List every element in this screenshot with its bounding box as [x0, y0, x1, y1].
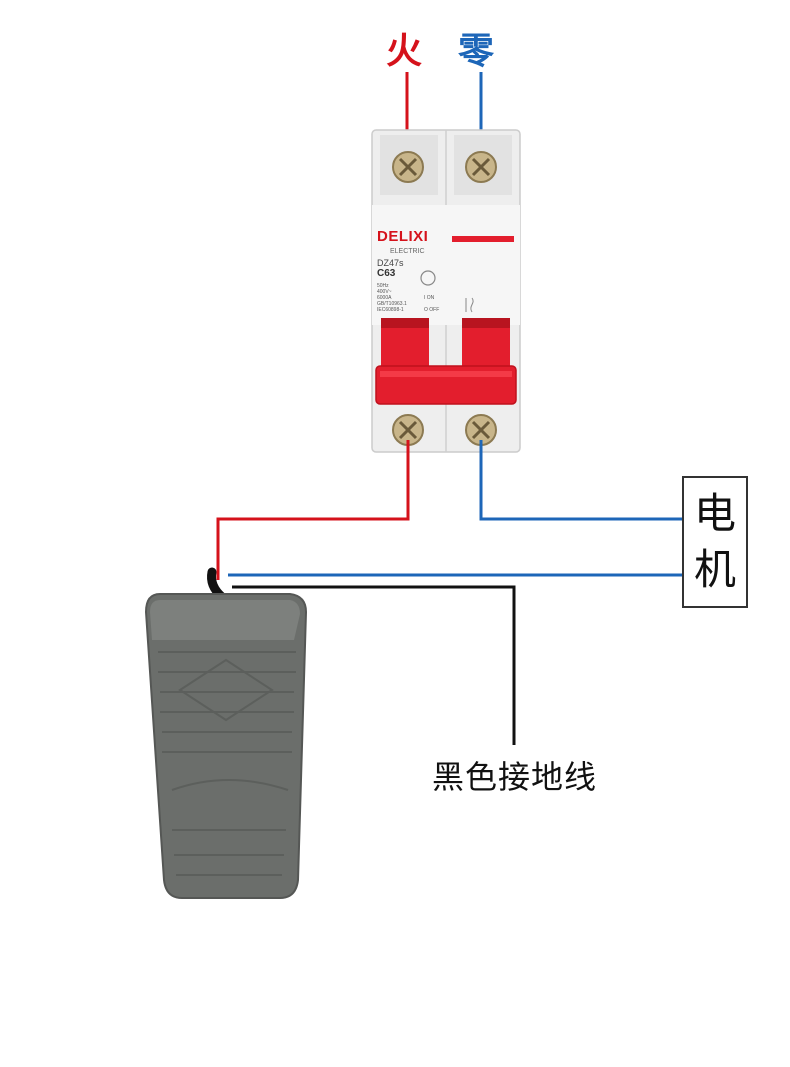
breaker-spec-1: 50Hz	[377, 283, 389, 289]
ground-wire	[232, 585, 516, 745]
breaker-on-label: I ON	[424, 295, 435, 301]
ground-wire-label: 黑色接地线	[432, 758, 598, 796]
trip-symbol-icon	[465, 297, 474, 313]
top-right-terminal	[465, 151, 497, 183]
breaker-brand-sub: ELECTRIC	[390, 248, 425, 255]
breaker-spec-4: GB/T10963.1	[377, 301, 407, 307]
foot-pedal[interactable]	[144, 593, 308, 899]
bottom-right-terminal	[465, 414, 497, 446]
ccc-mark-icon	[420, 270, 436, 286]
motor-box: 电机	[682, 476, 748, 608]
breaker-spec-2: 400V~	[377, 289, 392, 295]
breaker-spec-5: IEC60898-1	[377, 307, 404, 313]
top-left-terminal	[392, 151, 424, 183]
breaker-off-label: O OFF	[424, 307, 440, 313]
breaker-handle[interactable]	[375, 318, 517, 405]
neutral-to-motor-wire	[479, 440, 682, 521]
breaker-model: DZ47s	[377, 258, 404, 268]
breaker-spec-3: 6000A	[377, 295, 392, 301]
motor-label: 电机	[693, 489, 736, 594]
breaker-rating: C63	[377, 268, 396, 279]
breaker-brand: DELIXI	[377, 228, 429, 245]
neutral-wire-label: 零	[458, 31, 495, 72]
circuit-breaker	[371, 129, 521, 453]
breaker-indicator-stripe	[452, 236, 514, 242]
live-wire-label: 火	[386, 31, 423, 72]
live-output-wire	[216, 440, 410, 580]
